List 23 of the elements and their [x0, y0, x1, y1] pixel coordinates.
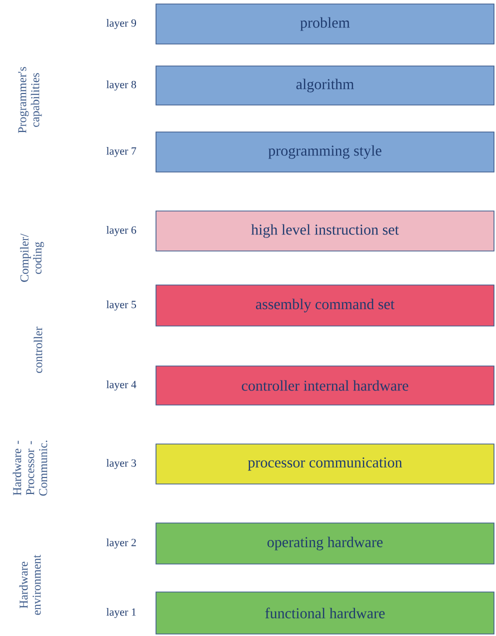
layer-label: layer 3 [106, 459, 136, 469]
layer-label: layer 2 [106, 538, 136, 548]
layer-label: layer 4 [106, 380, 136, 390]
layer-box: problem [156, 4, 494, 44]
layer-label: layer 5 [106, 300, 136, 310]
layer-box: high level instruction set [156, 210, 494, 252]
layer-label: layer 9 [106, 19, 136, 29]
group-label: Hardware environment [19, 554, 41, 615]
layer-box: controller internal hardware [156, 366, 494, 406]
layer-label: layer 6 [106, 226, 136, 236]
layer-box: algorithm [156, 66, 494, 106]
layer-box: assembly command set [156, 284, 494, 326]
layer-box: functional hardware [156, 592, 494, 634]
group-label: Hardware - Processor - Communic. [12, 440, 48, 496]
layer-label: layer 1 [106, 608, 136, 618]
group-label: Compiler/ coding [20, 234, 44, 282]
layer-box: operating hardware [156, 522, 494, 564]
group-label: controller [34, 326, 42, 373]
group-label: Programmer's capabilities [18, 67, 42, 134]
layer-box: processor communication [156, 444, 494, 484]
layer-box: programming style [156, 132, 494, 172]
layer-label: layer 7 [106, 147, 136, 157]
layer-label: layer 8 [106, 80, 136, 90]
